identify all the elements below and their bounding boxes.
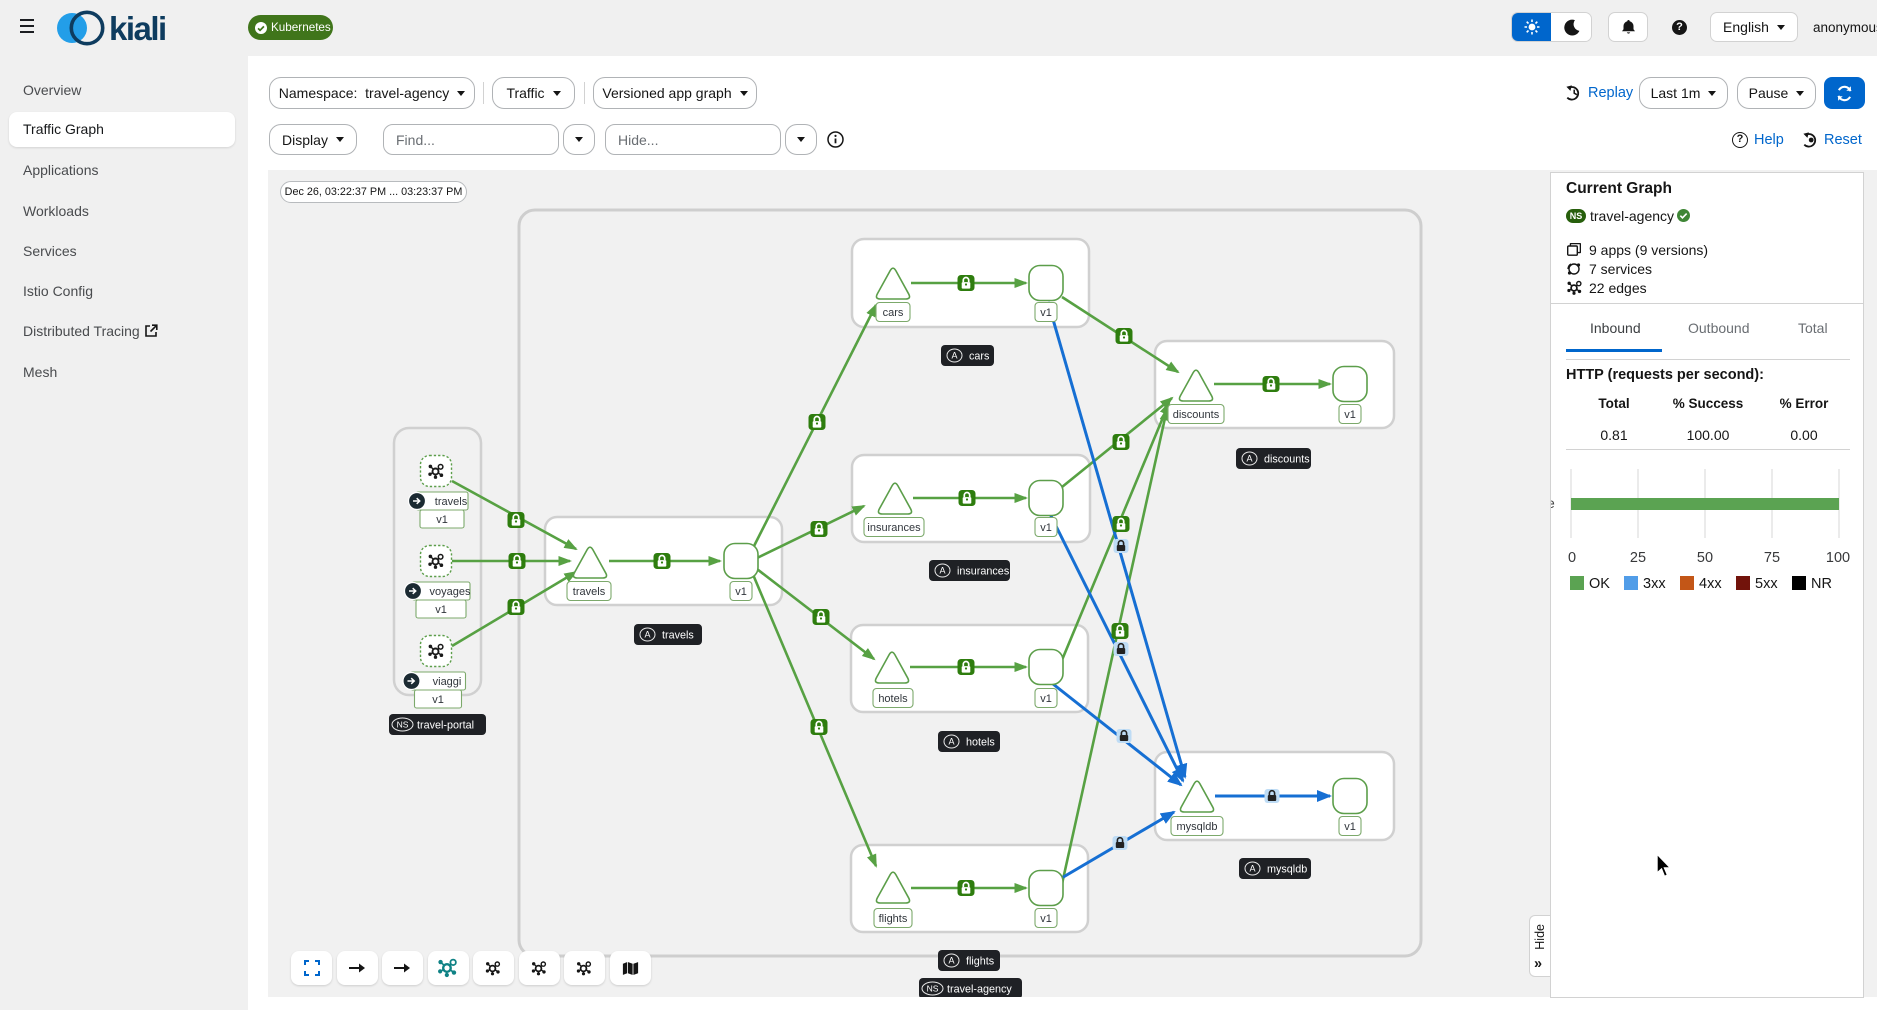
svg-text:travel-portal: travel-portal: [417, 719, 474, 731]
svg-text:A: A: [948, 956, 954, 966]
svg-text:5xx: 5xx: [1755, 576, 1778, 592]
svg-text:4xx: 4xx: [1699, 576, 1722, 592]
svg-text:A: A: [644, 630, 650, 640]
svg-text:75: 75: [1764, 550, 1780, 566]
svg-text:voyages: voyages: [430, 586, 471, 598]
svg-text:50: 50: [1697, 550, 1713, 566]
svg-text:v1: v1: [436, 514, 448, 526]
svg-text:0: 0: [1568, 550, 1576, 566]
svg-text:discounts: discounts: [1264, 453, 1310, 465]
svg-text:A: A: [948, 737, 954, 747]
svg-text:insurances: insurances: [867, 522, 921, 534]
svg-text:travels: travels: [573, 586, 606, 598]
svg-text:travels: travels: [662, 629, 694, 641]
svg-text:travels: travels: [435, 496, 468, 508]
svg-text:v1: v1: [435, 604, 447, 616]
svg-text:A: A: [1249, 864, 1255, 874]
svg-text:OK: OK: [1589, 576, 1610, 592]
svg-text:v1: v1: [1040, 693, 1052, 705]
svg-text:e: e: [1551, 495, 1555, 511]
svg-text:100: 100: [1826, 550, 1850, 566]
svg-text:3xx: 3xx: [1643, 576, 1666, 592]
svg-text:v1: v1: [1344, 409, 1356, 421]
svg-text:viaggi: viaggi: [433, 676, 462, 688]
svg-text:NS: NS: [397, 720, 409, 730]
svg-text:NR: NR: [1811, 576, 1832, 592]
svg-text:mysqldb: mysqldb: [1267, 863, 1307, 875]
svg-text:v1: v1: [1040, 307, 1052, 319]
svg-text:flights: flights: [966, 955, 995, 967]
svg-text:travel-agency: travel-agency: [947, 983, 1012, 995]
svg-text:v1: v1: [432, 694, 444, 706]
svg-text:v1: v1: [1040, 913, 1052, 925]
svg-text:mysqldb: mysqldb: [1177, 821, 1218, 833]
svg-text:A: A: [951, 351, 957, 361]
svg-text:discounts: discounts: [1173, 409, 1220, 421]
svg-text:25: 25: [1630, 550, 1646, 566]
svg-text:A: A: [1246, 454, 1252, 464]
svg-text:hotels: hotels: [966, 736, 995, 748]
svg-text:v1: v1: [1040, 522, 1052, 534]
svg-text:v1: v1: [735, 586, 747, 598]
svg-text:kiali: kiali: [109, 10, 166, 47]
svg-text:hotels: hotels: [878, 693, 908, 705]
svg-text:cars: cars: [969, 350, 990, 362]
svg-text:insurances: insurances: [957, 565, 1010, 577]
svg-text:cars: cars: [883, 307, 904, 319]
svg-text:A: A: [939, 566, 945, 576]
svg-text:flights: flights: [879, 913, 908, 925]
svg-text:v1: v1: [1344, 821, 1356, 833]
svg-text:NS: NS: [927, 984, 939, 994]
